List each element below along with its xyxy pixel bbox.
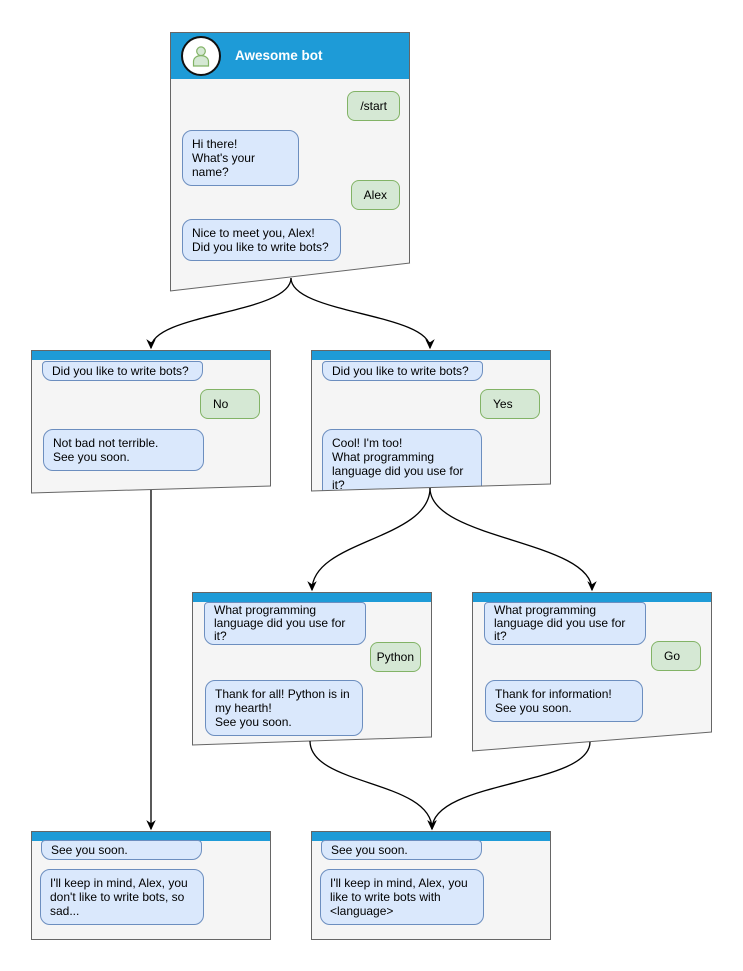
edge-main-to-yes: [290, 277, 435, 350]
chat-window-branch-yes: Did you like to write bots? Yes Cool! I'…: [311, 350, 551, 491]
user-message: Alex: [350, 180, 400, 210]
bot-message: What programming language did you use fo…: [484, 602, 646, 645]
user-message: /start: [347, 91, 400, 121]
chat-window-final-no: See you soon. I'll keep in mind, Alex, y…: [31, 831, 271, 940]
edge-yes-to-go: [429, 487, 597, 592]
chat-window-header: [193, 593, 431, 602]
bot-message: Did you like to write bots?: [322, 361, 483, 381]
bot-message: See you soon.: [321, 840, 482, 860]
chat-window-header: [312, 351, 550, 360]
user-message: Python: [369, 642, 421, 672]
user-message: Yes: [480, 389, 540, 419]
chat-window-main: Awesome bot /start Hi there! What's your…: [170, 32, 410, 291]
bot-message: See you soon.: [41, 840, 202, 860]
bot-message: Thank for all! Python is in my hearth! S…: [205, 680, 363, 736]
chat-window-branch-no: Did you like to write bots? No Not bad n…: [31, 350, 271, 493]
bot-message: Did you like to write bots?: [42, 361, 203, 381]
bot-message: Cool! I'm too! What programming language…: [322, 429, 482, 491]
bot-avatar-icon: [181, 36, 221, 76]
bot-message: Hi there! What's your name?: [182, 130, 299, 186]
user-message: No: [200, 389, 260, 419]
edge-yes-to-python: [307, 487, 431, 592]
chat-window-header: [32, 351, 270, 360]
chat-window-branch-python: What programming language did you use fo…: [192, 592, 432, 745]
chat-window-header: [473, 593, 711, 602]
edge-go-to-final: [427, 741, 591, 831]
bot-name-title: Awesome bot: [235, 48, 323, 63]
bot-message: Nice to meet you, Alex! Did you like to …: [182, 219, 341, 261]
edge-python-to-final: [309, 740, 437, 831]
bot-message: Thank for information! See you soon.: [485, 680, 643, 722]
bot-message: I'll keep in mind, Alex, you don't like …: [40, 869, 204, 925]
chat-window-final-yes: See you soon. I'll keep in mind, Alex, y…: [311, 831, 551, 940]
chat-window-header: Awesome bot: [171, 33, 409, 79]
chat-window-header: [32, 832, 270, 841]
bot-message: What programming language did you use fo…: [204, 602, 366, 645]
chat-window-branch-go: What programming language did you use fo…: [472, 592, 712, 751]
user-message: Go: [651, 641, 701, 671]
chat-window-header: [312, 832, 550, 841]
bot-message: Not bad not terrible. See you soon.: [43, 429, 204, 471]
bot-message: I'll keep in mind, Alex, you like to wri…: [320, 869, 484, 925]
